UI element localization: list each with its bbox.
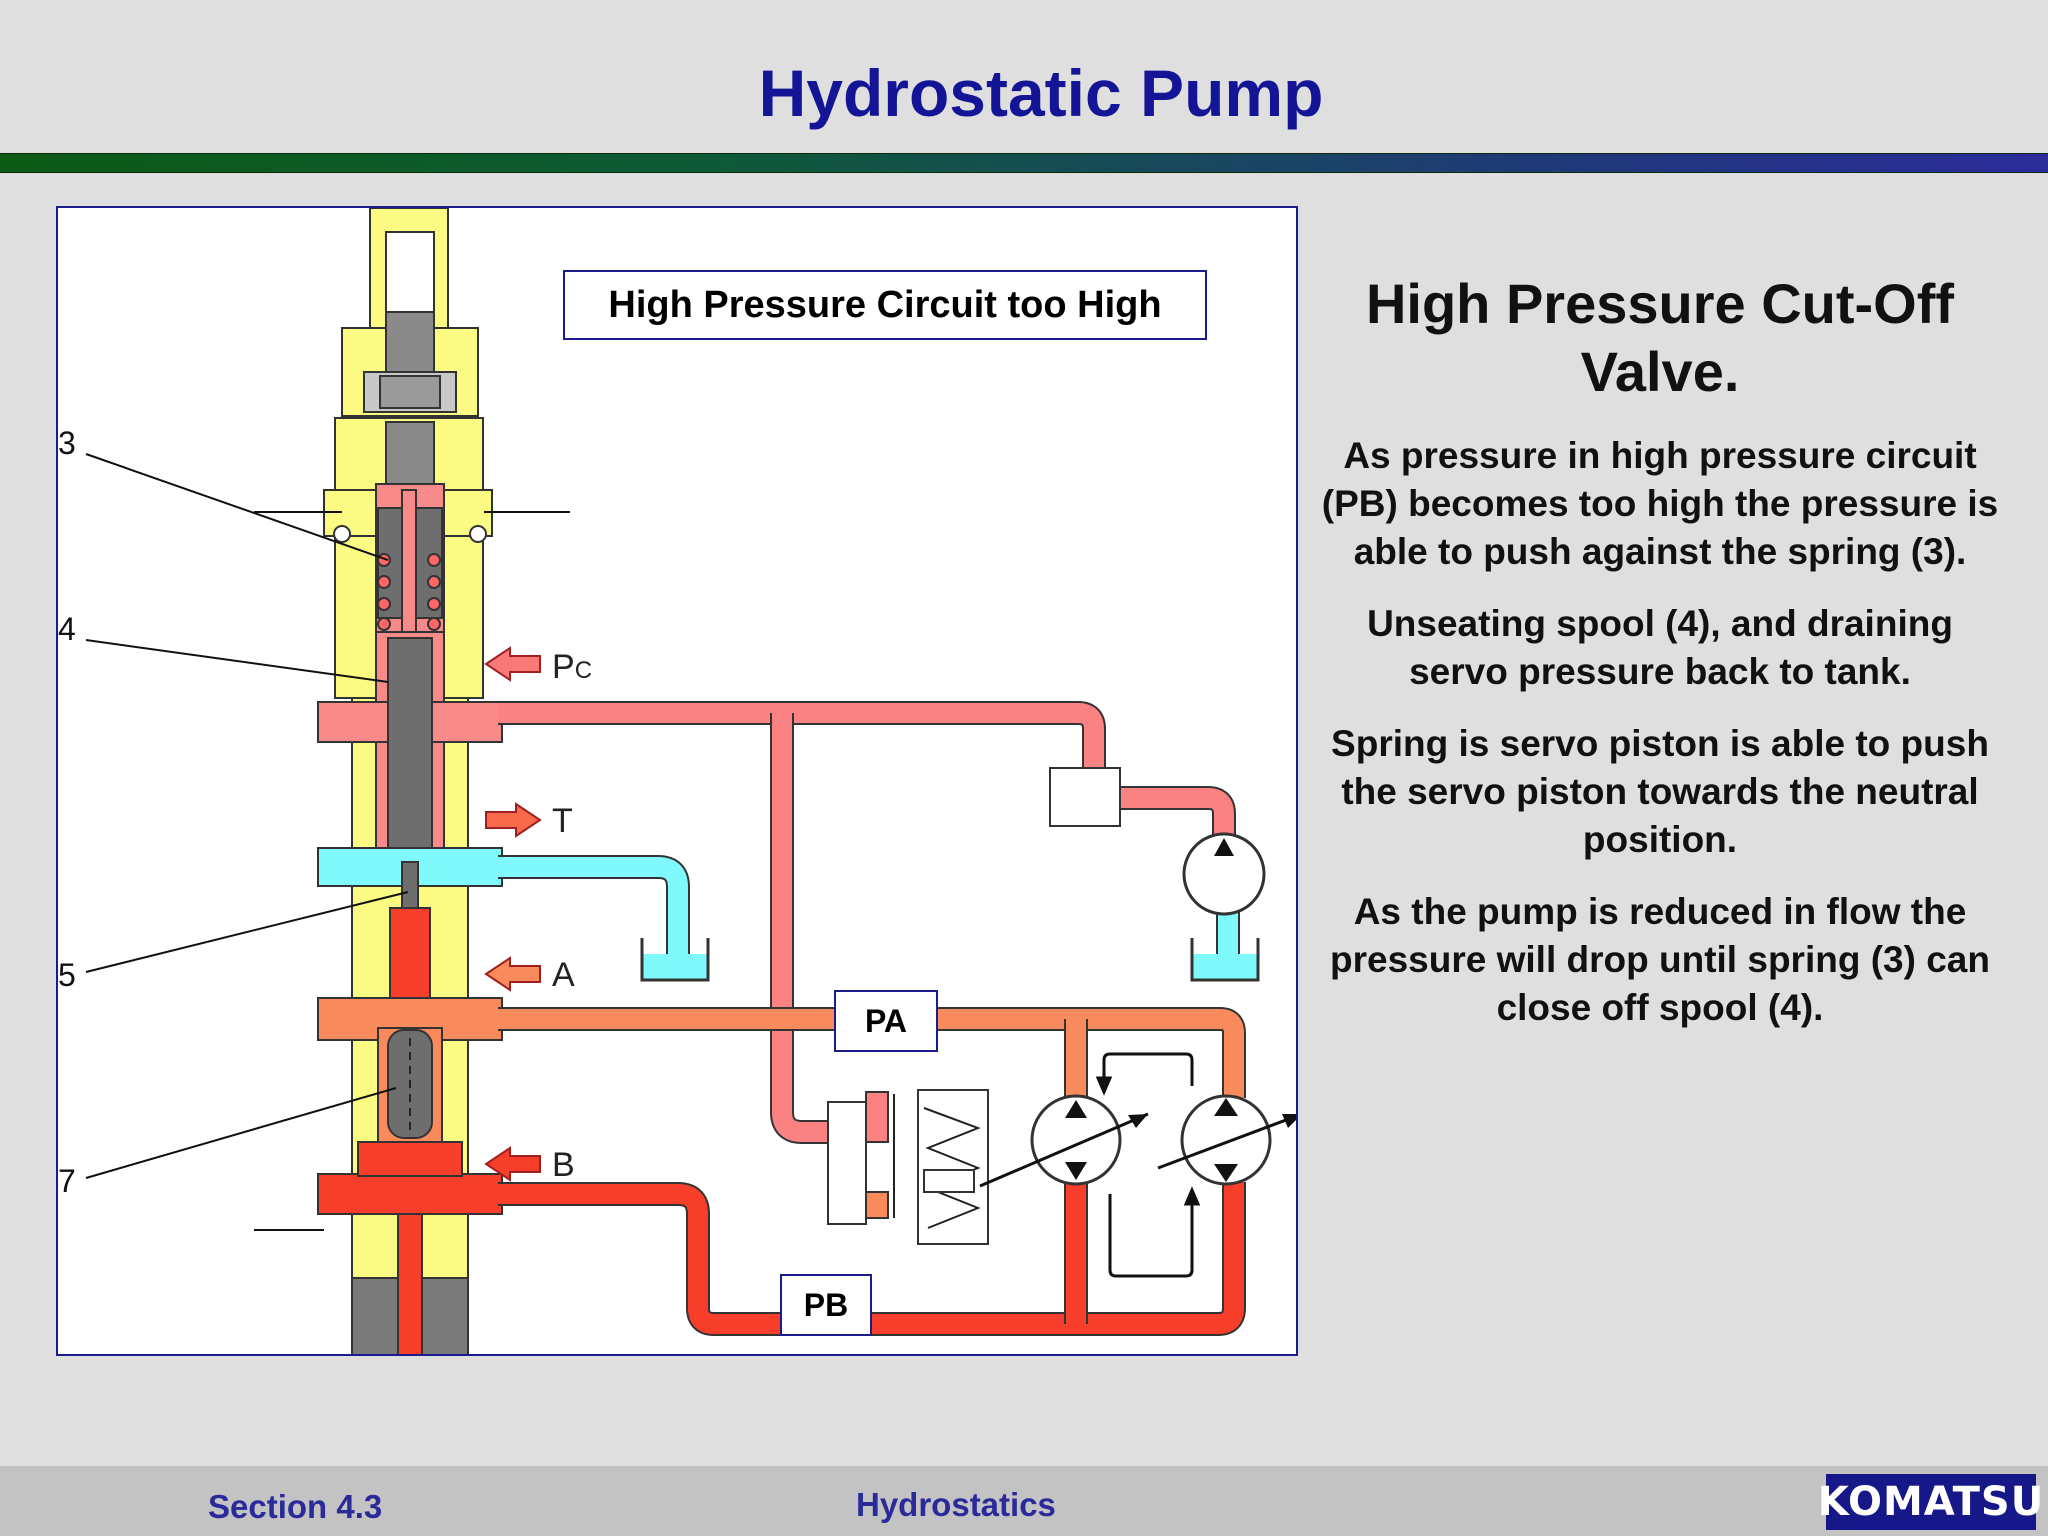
callout-5: 5 [58, 957, 76, 993]
servo-piston [827, 1089, 989, 1245]
callout-7: 7 [58, 1163, 76, 1199]
main-pump-icon [979, 1094, 1149, 1188]
explanation-paragraph-3: Spring is servo piston is able to push t… [1331, 723, 1989, 860]
diagram-caption: High Pressure Circuit too High [563, 270, 1207, 340]
servo-region [317, 631, 503, 873]
b-port-region [317, 1141, 503, 1354]
port-label-b: B [552, 1146, 575, 1184]
slide-title: Hydrostatic Pump [758, 56, 1324, 130]
hydraulic-schematic: 3 4 5 7 PC T A B [58, 208, 1296, 1354]
explanation-paragraph-1: As pressure in high pressure circuit (PB… [1321, 435, 1999, 572]
title-rule [0, 153, 2048, 173]
komatsu-logo: KOMATSU [1818, 1474, 2043, 1530]
footer-section: Section 4.3 [208, 1488, 383, 1525]
pa-label: PA [834, 990, 938, 1052]
diagram-panel: 3 4 5 7 PC T A B High Pressure Circuit t… [56, 206, 1298, 1356]
servo-line [498, 701, 1236, 1144]
explanation-paragraph-4: As the pump is reduced in flow the press… [1330, 891, 1990, 1028]
charge-pump-icon [1182, 832, 1266, 916]
flow-arrows [1095, 1052, 1201, 1278]
explanation-paragraph-2: Unseating spool (4), and draining servo … [1367, 603, 1953, 692]
footer-bar: Section 4.3 Hydrostatics KOMATSU [0, 1466, 2048, 1536]
port-arrows [484, 646, 542, 1182]
port-label-a: A [552, 956, 575, 994]
filter-box [1049, 767, 1121, 827]
port-label-t: T [552, 802, 573, 840]
spring-chamber [333, 483, 487, 681]
pb-label: PB [780, 1274, 872, 1336]
callout-leaders [85, 453, 570, 1231]
tank-region [317, 847, 503, 923]
port-label-pc: PC [552, 648, 592, 686]
callout-4: 4 [58, 611, 76, 647]
a-line [498, 1007, 1246, 1098]
motor-icon [1157, 1094, 1296, 1186]
a-port-region [317, 997, 503, 1143]
explanation-heading: High Pressure Cut-Off Valve. [1365, 272, 1955, 403]
callout-3: 3 [58, 425, 76, 461]
footer-topic: Hydrostatics [856, 1486, 1056, 1523]
b-line [498, 1182, 1246, 1336]
tank-symbol [640, 938, 1260, 982]
explanation-panel: High Pressure Cut-Off Valve. As pressure… [1320, 270, 2000, 1056]
tank-line [498, 855, 1240, 960]
